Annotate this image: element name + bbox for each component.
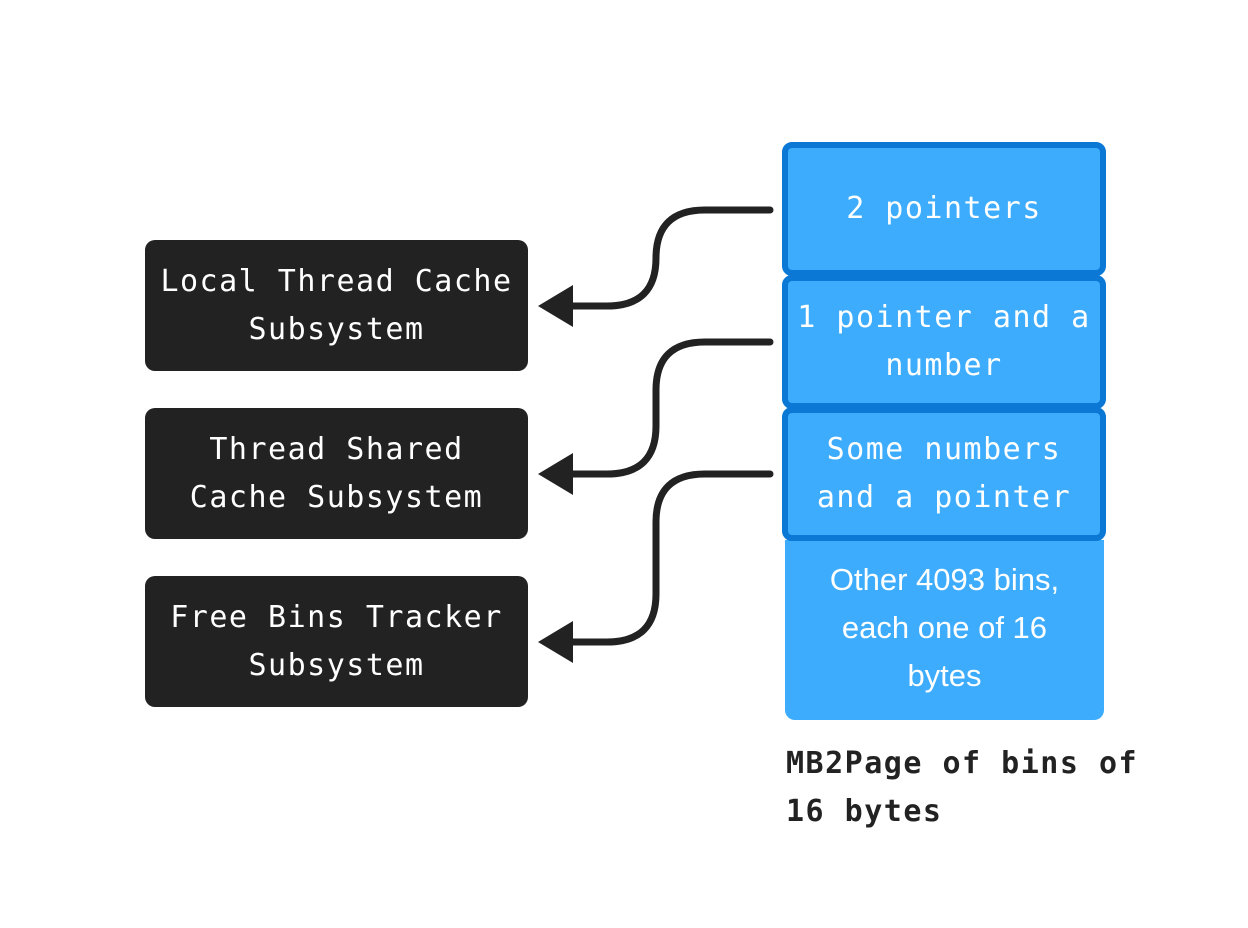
bin-two-pointers: 2 pointers (782, 142, 1106, 276)
arrow-bin3-to-free (556, 470, 774, 646)
arrow-bin1-to-local (556, 206, 774, 310)
other-bins-block: Other 4093 bins, each one of 16 bytes (785, 540, 1104, 720)
bin-pointer-and-number: 1 pointer and a number (782, 275, 1106, 409)
page-caption: MB2Page of bins of 16 bytes (786, 746, 1139, 829)
free-bins-tracker-subsystem: Free Bins Tracker Subsystem (145, 576, 528, 707)
bin-numbers-and-pointer: Some numbers and a pointer (782, 407, 1106, 541)
local-thread-cache-subsystem: Local Thread Cache Subsystem (145, 240, 528, 371)
arrowhead-shared (538, 453, 573, 495)
arrow-bin2-to-shared (556, 338, 774, 478)
arrowhead-free (538, 621, 573, 663)
thread-shared-cache-subsystem: Thread Shared Cache Subsystem (145, 408, 528, 539)
arrowhead-local (538, 285, 573, 327)
